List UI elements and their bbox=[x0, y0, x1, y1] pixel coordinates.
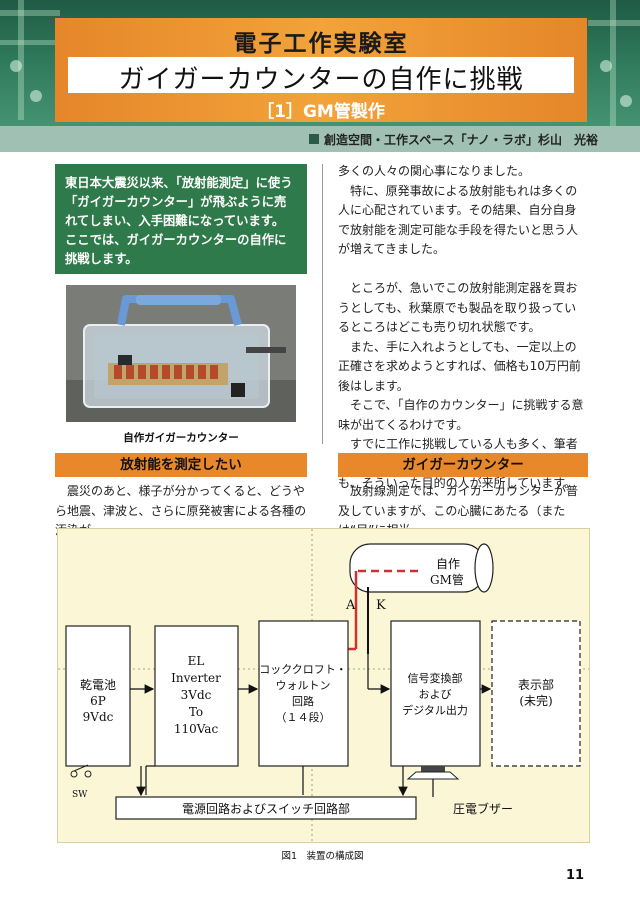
section1-body: 震災のあと、様子が分かってくると、どうやら地震、津波と、さらに原発被害による各種… bbox=[55, 482, 307, 541]
inverter-label-4: To bbox=[189, 705, 203, 719]
anode-label: A bbox=[345, 598, 356, 613]
cw-label-1: コッククロフト・ bbox=[259, 663, 347, 676]
paragraph-gap bbox=[338, 260, 588, 280]
signal-label-2: および bbox=[419, 688, 452, 701]
section-heading-geiger: ガイガーカウンター bbox=[338, 453, 588, 477]
lead-paragraph: ここでは、ガイガーカウンターの自作に挑戦します。 bbox=[65, 233, 287, 266]
switch-label: SW bbox=[72, 790, 88, 800]
author-bar bbox=[0, 126, 640, 152]
battery-block bbox=[65, 625, 131, 767]
cw-label-4: （１４段） bbox=[276, 710, 331, 724]
body-paragraph: また、手に入れようとしても、一定以上の正確さを求めようとすれば、価格も10万円前… bbox=[338, 339, 581, 393]
photo-caption: 自作ガイガーカウンター bbox=[123, 432, 239, 444]
device-photo bbox=[66, 285, 296, 422]
body-paragraph: 特に、原発事故による放射能もれは多くの人に心配されています。その結果、自分自身で… bbox=[338, 183, 579, 257]
author-line: 創造空間・工作スペース「ナノ・ラボ」杉山 光裕 bbox=[309, 131, 598, 148]
buzzer-label: 圧電ブザー bbox=[453, 801, 513, 816]
pcb-trace bbox=[0, 40, 55, 45]
cw-label-3: 回路 bbox=[292, 695, 314, 708]
display-label-1: 表示部 bbox=[518, 677, 554, 692]
pcb-pad bbox=[600, 60, 612, 72]
power-switch-block bbox=[115, 796, 417, 820]
body-paragraph: ところが、急いでこの放射能測定器を買おうとしても、秋葉原でも製品を取り扱っている… bbox=[338, 281, 578, 334]
gm-tube bbox=[349, 543, 485, 593]
power-switch-label: 電源回路およびスイッチ回路部 bbox=[182, 801, 350, 816]
cathode-label: K bbox=[376, 598, 386, 613]
cw-label-2: ウォルトン bbox=[276, 679, 331, 692]
series-title: 電子工作実験室 bbox=[233, 31, 409, 57]
lead-text: 東日本大震災以来、「放射能測定」に使う「ガイガーカウンター」が飛ぶように売れてし… bbox=[65, 174, 297, 269]
display-block bbox=[491, 620, 581, 767]
battery-label-2: 6P bbox=[90, 694, 106, 708]
body-paragraph: 震災のあと、様子が分かってくると、どうやら地震、津波と、さらに原発被害による各種… bbox=[55, 484, 307, 537]
battery-label-3: 9Vdc bbox=[83, 710, 114, 724]
block-diagram-svg: 自作 GM管 A K 乾電池 6P 9Vdc EL Inverter 3Vdc … bbox=[58, 529, 589, 842]
pcb-pad bbox=[30, 90, 42, 102]
signal-label-3: デジタル出力 bbox=[402, 703, 468, 717]
inverter-block bbox=[154, 625, 239, 767]
signal-label-1: 信号変換部 bbox=[408, 671, 463, 685]
column-divider bbox=[322, 164, 323, 444]
right-column-body: 多くの人々の関心事になりました。 特に、原発事故による放射能もれは多くの人に心配… bbox=[338, 162, 588, 494]
body-paragraph: そこで、「自作のカウンター」に挑戦する意味が出てくるわけです。 bbox=[338, 398, 584, 432]
title-box bbox=[68, 57, 574, 93]
page-number: 11 bbox=[566, 868, 585, 883]
article-subtitle: ［1］GM管製作 bbox=[257, 102, 385, 122]
inverter-label-2: Inverter bbox=[171, 671, 221, 685]
signal-block bbox=[390, 620, 481, 767]
photo-illustration bbox=[66, 285, 296, 422]
body-paragraph: 多くの人々の関心事になりました。 bbox=[338, 164, 531, 178]
pcb-pad bbox=[10, 60, 22, 72]
battery-label-1: 乾電池 bbox=[80, 678, 116, 692]
figure-caption: 図1 装置の構成図 bbox=[281, 851, 364, 862]
inverter-label-5: 110Vac bbox=[174, 722, 219, 736]
cockcroft-walton-block bbox=[258, 620, 349, 767]
pcb-pad bbox=[620, 95, 632, 107]
lead-paragraph: 東日本大震災以来、「放射能測定」に使う「ガイガーカウンター」が飛ぶように売れてし… bbox=[65, 176, 293, 228]
pcb-trace bbox=[18, 0, 24, 120]
lead-box: 東日本大震災以来、「放射能測定」に使う「ガイガーカウンター」が飛ぶように売れてし… bbox=[55, 164, 307, 274]
pcb-trace bbox=[588, 20, 640, 26]
article-title: ガイガーカウンターの自作に挑戦 bbox=[118, 65, 524, 95]
pcb-trace bbox=[610, 0, 616, 126]
author-name: 創造空間・工作スペース「ナノ・ラボ」杉山 光裕 bbox=[324, 133, 598, 147]
square-bullet-icon bbox=[309, 134, 320, 144]
section-heading-measure: 放射能を測定したい bbox=[55, 453, 307, 477]
inverter-label-1: EL bbox=[188, 654, 205, 668]
inverter-label-3: 3Vdc bbox=[181, 688, 212, 702]
pcb-trace bbox=[0, 10, 60, 16]
gm-tube-label-2: GM管 bbox=[430, 572, 464, 587]
display-label-2: (未完) bbox=[519, 693, 552, 708]
block-diagram: 自作 GM管 A K 乾電池 6P 9Vdc EL Inverter 3Vdc … bbox=[57, 528, 590, 843]
gm-tube-label-1: 自作 bbox=[436, 557, 460, 571]
